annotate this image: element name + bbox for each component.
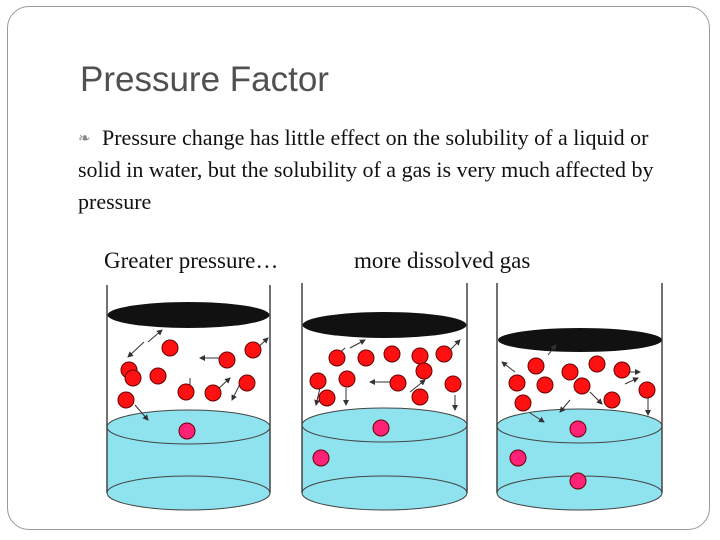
beaker-high-pressure (497, 283, 662, 510)
piston-disc (303, 312, 467, 338)
piston-disc (498, 328, 662, 352)
beaker-medium-pressure (302, 283, 467, 510)
piston-disc (108, 302, 270, 328)
beaker-low-pressure (107, 285, 270, 510)
